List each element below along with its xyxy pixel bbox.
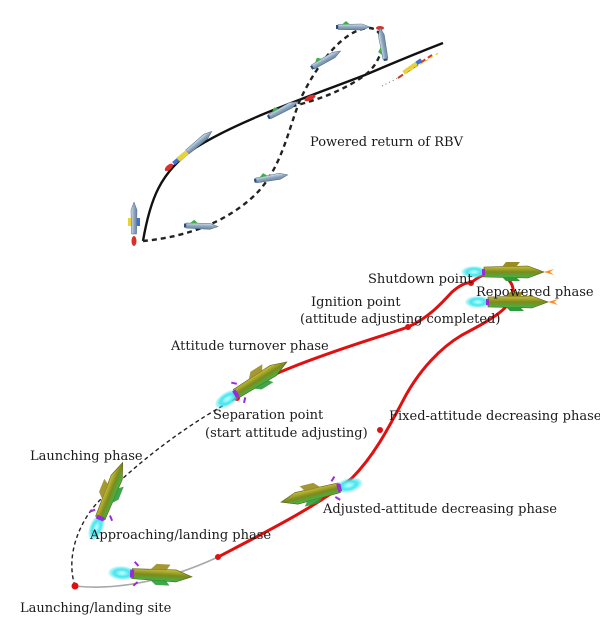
label-separation-note: (start attitude adjusting) bbox=[205, 426, 368, 441]
label-ignition-note: (attitude adjusting completed) bbox=[300, 312, 500, 327]
top-dashed-trajectory bbox=[142, 26, 384, 243]
label-separation-point: Separation point bbox=[213, 408, 324, 423]
fixed-attitude-marker bbox=[377, 427, 383, 433]
top-solid-trajectory bbox=[141, 41, 444, 242]
top-vehicle-icon bbox=[307, 45, 343, 72]
red-trajectory bbox=[217, 272, 515, 559]
label-turnover-phase: Attitude turnover phase bbox=[170, 339, 329, 354]
top-vehicle-icon bbox=[373, 26, 390, 63]
label-approaching-phase: Approaching/landing phase bbox=[89, 528, 271, 543]
shutdown-point-marker bbox=[468, 280, 474, 286]
top-vehicle-icon bbox=[162, 128, 215, 174]
top-vehicle-icon bbox=[252, 168, 289, 185]
label-shutdown-point: Shutdown point bbox=[368, 272, 473, 287]
bottom-panel: Shutdown point Repowered phase Ignition … bbox=[20, 261, 600, 616]
grey-return-path bbox=[74, 556, 219, 588]
label-repowered-phase: Repowered phase bbox=[476, 285, 594, 300]
ignition-point-marker bbox=[405, 324, 411, 330]
top-vehicle-icon bbox=[183, 218, 219, 231]
landing-site-point bbox=[71, 582, 79, 590]
label-launching-phase: Launching phase bbox=[30, 449, 143, 464]
turnover-vehicle-icon bbox=[208, 350, 295, 418]
label-ignition-point: Ignition point bbox=[311, 295, 401, 310]
top-panel: Powered return of RBV bbox=[128, 20, 464, 246]
approach-point-marker bbox=[215, 554, 221, 560]
label-adjusted-decreasing: Adjusted-attitude decreasing phase bbox=[322, 502, 557, 517]
top-vehicle-icon bbox=[128, 201, 140, 235]
top-vehicle-icon bbox=[335, 20, 371, 31]
top-caption: Powered return of RBV bbox=[310, 135, 464, 150]
label-landing-site: Launching/landing site bbox=[20, 601, 172, 616]
approaching-vehicle-icon bbox=[106, 559, 194, 590]
label-fixed-decreasing: Fixed-attitude decreasing phase bbox=[389, 409, 600, 424]
